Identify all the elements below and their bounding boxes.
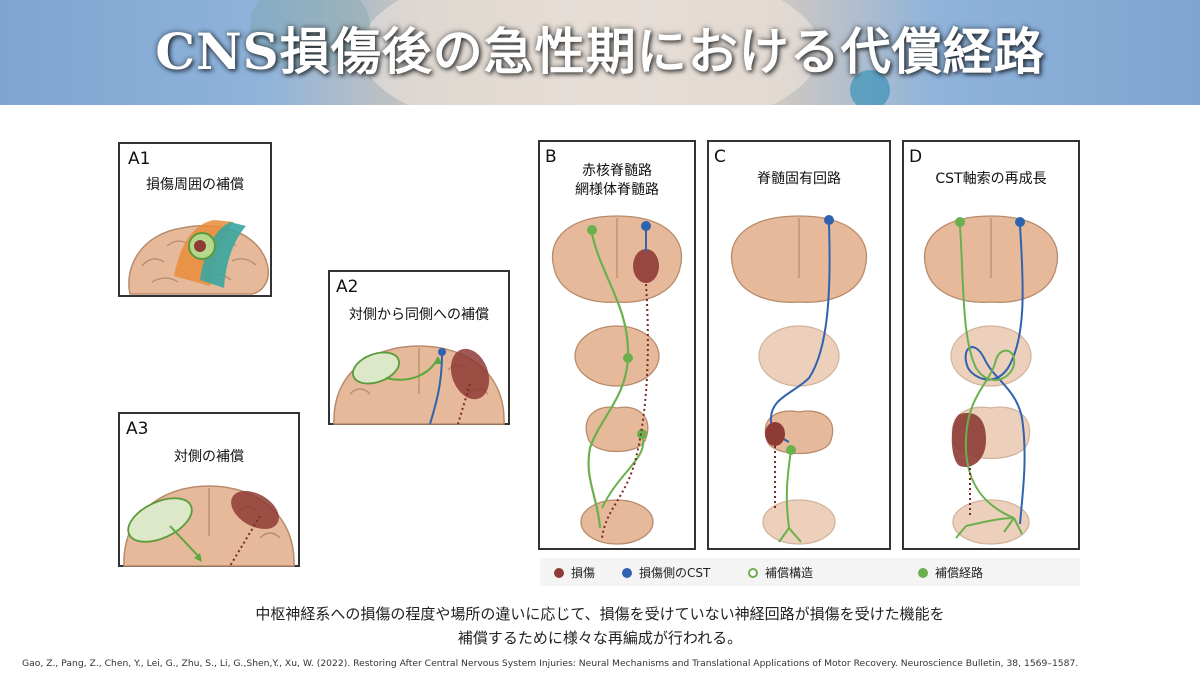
cst-dot-icon [622,568,632,578]
panel-label: B [545,147,557,167]
injury-dot-icon [554,568,564,578]
panel-title: 損傷周囲の補償 [146,177,244,193]
panel-a2: A2 対側から同側への補償 [328,270,510,425]
panel-c: C 脊髄固有回路 [707,140,891,550]
panel-label: C [714,147,726,167]
panel-title: 脊髄固有回路 [757,171,841,187]
legend-item-pathway: 補償経路 [918,564,983,581]
background-decoration [250,0,370,70]
legend-item-cst: 損傷側のCST [622,564,710,581]
panel-title: CST軸索の再成長 [935,171,1047,187]
brain-coronal-illustration [333,345,505,425]
panel-title: 対側の補償 [174,449,244,465]
reference-citation: Gao, Z., Pang, Z., Chen, Y., Lei, G., Zh… [22,658,1079,669]
brain-lateral-illustration [128,220,270,295]
brain-coronal-illustration [123,485,295,567]
legend: 損傷 損傷側のCST 補償構造 補償経路 [540,558,1080,586]
structure-ring-icon [748,568,758,578]
panel-b: B 赤核脊髄路 網様体脊髄路 [538,140,696,550]
panel-title: 対側から同側への補償 [349,307,489,323]
panel-label: A2 [336,277,359,297]
legend-label: 補償経路 [935,566,984,580]
panel-title-line2: 網様体脊髄路 [575,182,659,198]
legend-label: 損傷側のCST [639,566,711,580]
panel-a1: A1 損傷周囲の補償 [118,142,272,297]
page-title: CNS損傷後の急性期における代償経路 [155,22,1045,81]
caption-line1: 中枢神経系への損傷の程度や場所の違いに応じて、損傷を受けていない神経回路が損傷を… [255,605,945,623]
pathway-dot-icon [918,568,928,578]
caption-line2: 補償するために様々な再編成が行われる。 [457,629,743,647]
panel-d: D CST軸索の再成長 [902,140,1080,550]
brain-model-image [360,0,820,105]
pathway-illustration [551,215,683,545]
panel-label: A1 [128,149,151,169]
pathway-illustration [730,215,868,545]
title-banner: CNS損傷後の急性期における代償経路 [0,0,1200,105]
legend-label: 損傷 [571,566,596,580]
panel-label: A3 [126,419,149,439]
panel-title-line1: 赤核脊髄路 [582,163,652,179]
pathway-illustration [923,215,1059,545]
panel-label: D [909,147,923,167]
panel-a3: A3 対側の補償 [118,412,300,567]
background-decoration [850,70,890,105]
legend-item-injury: 損傷 [554,564,595,581]
legend-label: 補償構造 [765,566,814,580]
legend-item-structure: 補償構造 [748,564,813,581]
